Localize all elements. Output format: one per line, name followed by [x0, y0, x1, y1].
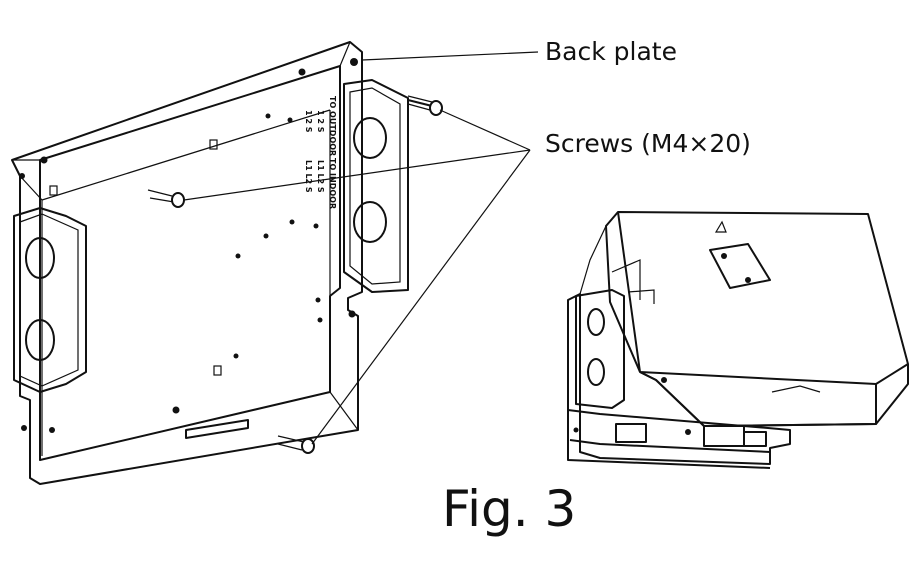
terminal-block	[615, 423, 647, 443]
right-knockout-panel-inner	[349, 87, 401, 285]
terminal-block	[703, 425, 745, 447]
cover-screw-hole	[745, 277, 751, 283]
small-hole	[313, 223, 319, 229]
small-hole	[287, 117, 293, 123]
small-hole	[235, 253, 241, 259]
cover-fold	[579, 211, 619, 295]
unit-base-bottom	[567, 410, 771, 469]
screw-leader-lower	[311, 149, 531, 445]
terminal-row-a: 1 2 S	[316, 110, 325, 133]
base-hole	[573, 427, 579, 433]
small-hole	[265, 113, 271, 119]
to-indoor-text: TO INDOOR	[328, 158, 337, 209]
screw-head	[171, 192, 185, 208]
screw-shank	[277, 435, 305, 451]
unit-knockout-panel	[575, 289, 625, 409]
slot-hole	[49, 185, 58, 196]
internal-bracket	[611, 259, 655, 304]
cover-screw-hole	[661, 377, 667, 383]
unit-knockout-hole-upper	[587, 308, 605, 336]
left-knockout-panel-inner	[19, 213, 79, 387]
screws-label: Screws (M4×20)	[545, 129, 751, 158]
cover-side	[639, 371, 877, 427]
back-plate-inner-edge	[41, 109, 331, 456]
small-hole	[263, 233, 269, 239]
cover-screw-hole	[685, 429, 691, 435]
mount-hole	[298, 68, 306, 76]
unit-base-plate	[567, 293, 791, 465]
screw-shank-edge	[407, 95, 433, 111]
slot-hole	[209, 139, 218, 150]
screw-shank	[147, 189, 175, 203]
knockout-hole-upper-left	[25, 237, 55, 279]
mount-hole	[21, 425, 27, 431]
cover-label-plate	[709, 243, 771, 289]
mount-hole	[49, 427, 55, 433]
terminal-block	[743, 431, 767, 447]
screw-lower	[277, 435, 315, 454]
screw-leader-upper	[439, 109, 531, 151]
small-hole	[289, 219, 295, 225]
cover-tab	[771, 385, 821, 393]
assembled-unit	[567, 211, 909, 469]
figure-caption: Fig. 3	[442, 480, 576, 538]
mount-hole	[19, 173, 25, 179]
back-plate-label: Back plate	[545, 37, 677, 66]
knockout-hole-upper-right	[353, 117, 387, 159]
terminal-row-b: L1 L2 S	[316, 160, 325, 193]
terminal-row-c: 1 2 S	[304, 110, 313, 133]
terminal-markings: TO OUTDOOR TO INDOOR 1 2 S L1 L2 S 1 2 S…	[304, 96, 337, 209]
small-hole	[233, 353, 239, 359]
unit-knockout-hole-lower	[587, 358, 605, 386]
knockout-hole-lower-right	[353, 201, 387, 243]
back-plate-leader	[361, 51, 539, 61]
screw-head	[301, 438, 315, 454]
small-hole	[315, 297, 321, 303]
screw-middle	[147, 189, 185, 208]
left-knockout-panel	[13, 207, 87, 393]
screw-leader-middle	[183, 149, 531, 201]
back-plate-flange	[12, 41, 359, 431]
screw-upper-right	[407, 95, 443, 116]
mount-hole	[350, 58, 358, 66]
mount-hole	[40, 156, 48, 164]
terminal-row-d: L1 L2 S	[304, 160, 313, 193]
arrow-up-icon	[714, 220, 727, 233]
screw-head	[429, 100, 443, 116]
knockout-hole-lower-left	[25, 319, 55, 361]
leader-lines	[183, 51, 539, 445]
mount-hole	[348, 310, 356, 318]
cover-top	[605, 211, 909, 427]
back-plate-outline	[11, 41, 363, 485]
screw-shank	[407, 99, 433, 107]
cover-front-edge	[617, 211, 909, 385]
slot-hole	[213, 365, 222, 376]
back-plate-bottom-tab	[185, 419, 249, 439]
back-plate: TO OUTDOOR TO INDOOR 1 2 S L1 L2 S 1 2 S…	[11, 41, 409, 485]
small-hole	[317, 317, 323, 323]
mount-hole	[172, 406, 180, 414]
to-outdoor-text: TO OUTDOOR	[328, 96, 337, 156]
right-knockout-panel	[343, 79, 409, 293]
cover-screw-hole	[721, 253, 727, 259]
